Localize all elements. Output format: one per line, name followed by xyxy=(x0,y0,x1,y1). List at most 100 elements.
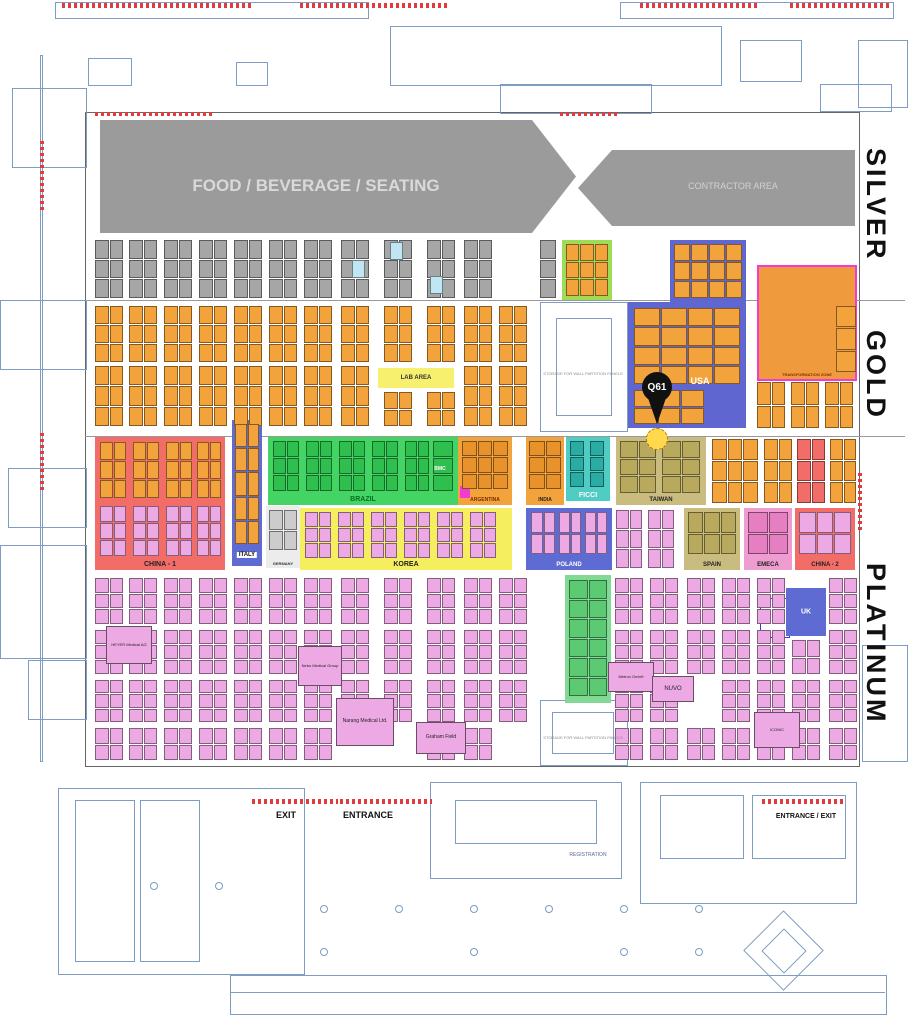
booth xyxy=(771,609,785,624)
lab-area-label: LAB AREA xyxy=(400,375,432,381)
booth xyxy=(113,540,126,556)
booth xyxy=(513,609,527,624)
booth xyxy=(113,506,126,522)
booth xyxy=(129,708,143,722)
booth xyxy=(836,350,856,372)
booth xyxy=(545,457,561,473)
booth xyxy=(825,405,839,428)
booth xyxy=(319,475,332,491)
booth xyxy=(427,708,441,722)
booth xyxy=(764,482,778,503)
booth xyxy=(620,441,638,458)
usa-label: USA xyxy=(690,376,710,386)
booth xyxy=(384,512,397,527)
booth xyxy=(164,240,178,259)
booth xyxy=(166,461,179,479)
booth xyxy=(650,578,664,593)
booth xyxy=(427,694,441,708)
booth xyxy=(109,279,123,298)
booth xyxy=(355,386,369,406)
booth xyxy=(179,540,192,556)
booth xyxy=(662,476,681,493)
booth xyxy=(757,680,771,694)
booth-cluster xyxy=(384,306,412,362)
booth xyxy=(806,640,820,657)
booth xyxy=(318,694,332,708)
booth-cluster xyxy=(164,728,192,760)
booth xyxy=(304,386,318,406)
booth-cluster xyxy=(197,506,221,556)
wall-outline xyxy=(85,112,860,767)
booth xyxy=(95,406,109,426)
booth xyxy=(843,680,857,694)
booth xyxy=(757,593,771,609)
booth xyxy=(470,527,483,543)
booth xyxy=(199,279,213,298)
booth-cluster xyxy=(585,512,607,554)
booth xyxy=(355,660,369,674)
booth xyxy=(248,728,262,744)
booth xyxy=(164,694,178,708)
booth xyxy=(305,527,318,543)
booth xyxy=(133,480,146,498)
booth xyxy=(248,609,262,624)
booth xyxy=(430,276,443,294)
booth xyxy=(843,645,857,659)
booth xyxy=(664,645,678,659)
booth xyxy=(109,578,123,593)
booth xyxy=(543,533,555,554)
booth xyxy=(213,728,227,744)
booth xyxy=(269,630,283,644)
booth xyxy=(143,279,157,298)
booth xyxy=(213,240,227,259)
booth xyxy=(634,346,660,365)
location-pin-icon[interactable]: Q61 xyxy=(640,372,674,428)
booth xyxy=(687,609,701,624)
booth xyxy=(248,630,262,644)
booth xyxy=(681,476,700,493)
booth xyxy=(441,694,455,708)
booth xyxy=(341,645,355,659)
booth xyxy=(352,475,365,491)
booth xyxy=(95,240,109,259)
booth xyxy=(843,744,857,760)
food-label: FOOD / BEVERAGE / SEATING xyxy=(192,176,440,195)
booth-cluster xyxy=(199,306,227,362)
booth-cluster xyxy=(234,366,262,426)
wall-outline xyxy=(0,545,87,659)
booth xyxy=(318,609,332,624)
booth xyxy=(704,533,720,554)
booth xyxy=(304,344,318,362)
booth xyxy=(269,510,283,530)
wall-outline xyxy=(740,40,802,82)
booth-cluster xyxy=(199,728,227,760)
booth xyxy=(164,259,178,279)
booth-cluster xyxy=(164,306,192,362)
booth xyxy=(478,259,492,279)
booth xyxy=(384,325,398,343)
hatch-marks xyxy=(790,3,890,8)
booth-cluster xyxy=(674,244,742,298)
booth-cluster xyxy=(95,680,123,722)
entrance-exit-label: ENTRANCE / EXIT xyxy=(775,813,837,820)
booth xyxy=(404,527,417,543)
booth xyxy=(513,344,527,362)
booth xyxy=(355,680,369,694)
booth xyxy=(286,458,299,474)
booth-cluster xyxy=(164,366,192,426)
booth xyxy=(384,578,398,593)
booth xyxy=(166,442,179,460)
booth xyxy=(427,609,441,624)
booth xyxy=(464,680,478,694)
booth xyxy=(166,523,179,539)
booth xyxy=(722,609,736,624)
booth xyxy=(499,708,513,722)
booth xyxy=(146,480,159,498)
booth xyxy=(248,680,262,694)
booth-cluster xyxy=(269,578,297,624)
booth xyxy=(146,461,159,479)
booth-cluster xyxy=(464,578,492,624)
booth xyxy=(594,244,608,261)
booth xyxy=(417,512,430,527)
booth-cluster xyxy=(164,240,192,298)
